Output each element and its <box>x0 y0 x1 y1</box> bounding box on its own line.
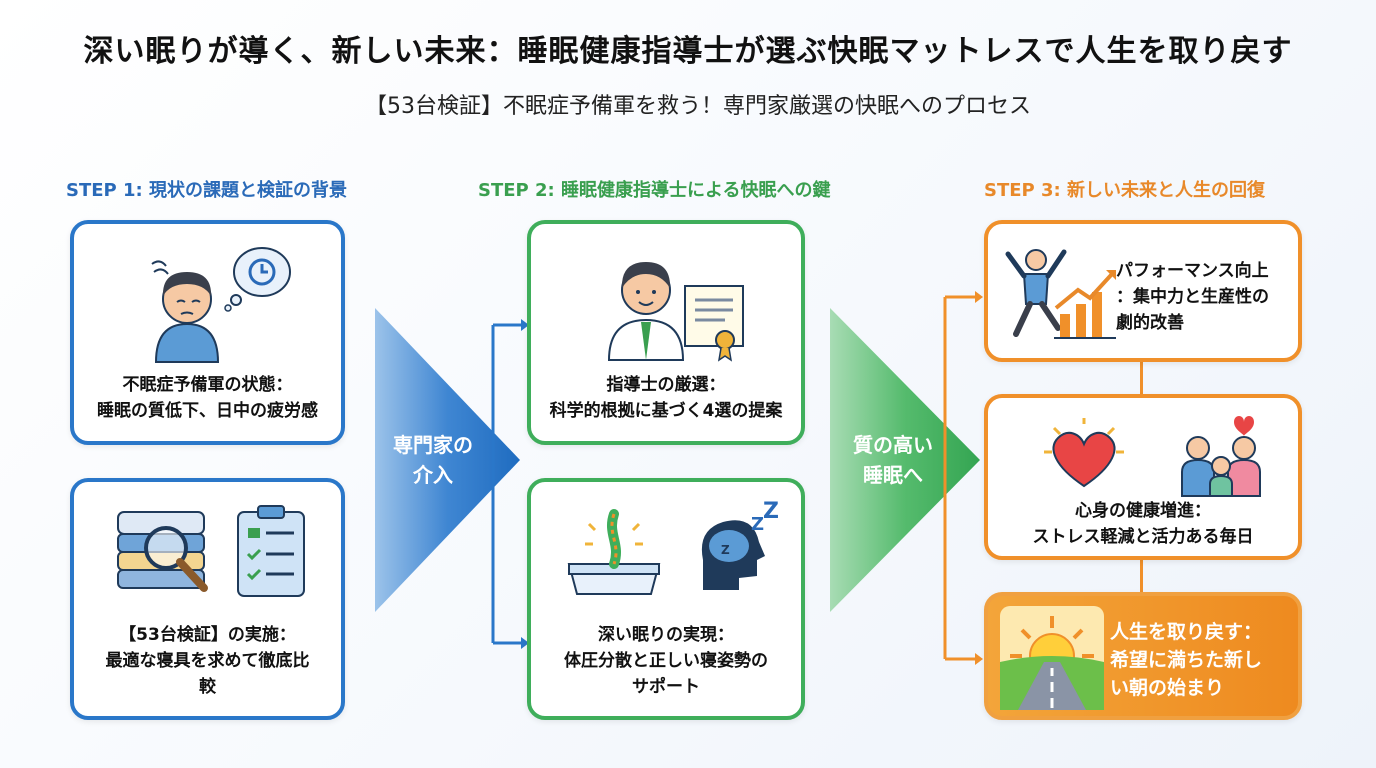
thought-clock-icon <box>224 247 291 312</box>
step1-card2-line2: 最適な寝具を求めて徹底比 <box>105 651 310 671</box>
page-subtitle: 【53台検証】不眠症予備軍を救う！専門家厳選の快眠へのプロセス <box>365 94 1031 119</box>
step3-card3-line2: 希望に満ちた新し <box>1110 649 1263 671</box>
step3-card3-line3: い朝の始まり <box>1110 677 1225 699</box>
connector-step3-vertical <box>1140 360 1143 592</box>
step1-card2-line3: 較 <box>199 677 216 697</box>
step3-card2-caption: 心身の健康増進： ストレス軽減と活力ある毎日 <box>988 498 1298 550</box>
step1-card2-caption: 【53台検証】の実施： 最適な寝具を求めて徹底比 較 <box>74 622 341 700</box>
growth-chart-icon <box>1054 270 1116 339</box>
step3-card-health: 心身の健康増進： ストレス軽減と活力ある毎日 <box>984 394 1302 560</box>
step3-card-performance: パフォーマンス向上 ：集中力と生産性の 劇的改善 <box>984 220 1302 362</box>
step2-card2-line1: 深い眠りの実現： <box>598 625 734 645</box>
step2-card2-line3: サポート <box>632 677 700 697</box>
arrow-label-expert-line2: 介入 <box>413 463 453 487</box>
step3-card1-line2: ：集中力と生産性の <box>1116 287 1269 307</box>
sleeping-brain-icon: Z Z Z <box>701 500 779 590</box>
doctor-icon <box>607 262 685 361</box>
heart-icon <box>1044 418 1124 488</box>
step3-card3-line1: 人生を取り戻す： <box>1110 621 1263 643</box>
step3-card3-caption: 人生を取り戻す： 希望に満ちた新し い朝の始まり <box>1110 618 1294 702</box>
arrow-label-sleep: 質の高い 睡眠へ <box>838 430 948 490</box>
arrow-label-sleep-line2: 睡眠へ <box>863 463 923 487</box>
step2-card-deep-sleep: Z Z Z 深い眠りの実現： 体圧分散と正しい寝姿勢の サポート <box>527 478 805 720</box>
svg-text:Z: Z <box>751 514 764 535</box>
certificate-icon <box>684 285 744 362</box>
step2-card-expert-selection: 指導士の厳選： 科学的根拠に基づく4選の提案 <box>527 220 805 445</box>
arrow-green-shape <box>830 308 980 612</box>
step1-card-53-test: 【53台検証】の実施： 最適な寝具を求めて徹底比 較 <box>70 478 345 720</box>
arrow-label-sleep-line1: 質の高い <box>853 433 933 457</box>
arrow-label-expert-line1: 専門家の <box>393 433 473 457</box>
step1-heading: STEP 1: 現状の課題と検証の背景 <box>66 180 347 201</box>
step3-card1-line3: 劇的改善 <box>1116 313 1184 333</box>
step3-card1-caption: パフォーマンス向上 ：集中力と生産性の 劇的改善 <box>1116 258 1296 336</box>
step2-heading: STEP 2: 睡眠健康指導士による快眠への鍵 <box>478 180 831 201</box>
spine-mattress-icon <box>567 509 661 595</box>
step3-card1-line1: パフォーマンス向上 <box>1116 261 1269 281</box>
connector-step2 <box>491 319 529 649</box>
step3-card2-line2: ストレス軽減と活力ある毎日 <box>1032 527 1254 547</box>
tired-person-icon <box>151 260 220 363</box>
mattress-magnifier-icon <box>117 511 208 592</box>
sunrise-road-icon <box>1000 606 1104 710</box>
svg-text:Z: Z <box>763 500 779 524</box>
step2-card2-line2: 体圧分散と正しい寝姿勢の <box>564 651 768 671</box>
step1-card1-line2: 睡眠の質低下、日中の疲労感 <box>97 401 318 421</box>
step3-heading: STEP 3: 新しい未来と人生の回復 <box>984 180 1265 201</box>
step1-card2-line1: 【53台検証】の実施： <box>119 625 296 645</box>
svg-text:Z: Z <box>721 543 730 557</box>
family-icon <box>1181 416 1261 497</box>
step3-card2-line1: 心身の健康増進： <box>1075 501 1211 521</box>
jumping-man-icon <box>1005 249 1067 337</box>
step2-card1-caption: 指導士の厳選： 科学的根拠に基づく4選の提案 <box>531 372 801 424</box>
step2-card1-line1: 指導士の厳選： <box>606 375 726 395</box>
step2-card1-line2: 科学的根拠に基づく4選の提案 <box>549 401 783 421</box>
step1-card1-caption: 不眠症予備軍の状態： 睡眠の質低下、日中の疲労感 <box>74 372 341 424</box>
arrow-label-expert: 専門家の 介入 <box>378 430 488 490</box>
checklist-clipboard-icon <box>237 505 305 597</box>
step3-card-recover-life: 人生を取り戻す： 希望に満ちた新し い朝の始まり <box>984 592 1302 720</box>
connector-step3 <box>943 291 983 665</box>
step2-card2-caption: 深い眠りの実現： 体圧分散と正しい寝姿勢の サポート <box>531 622 801 700</box>
step1-card1-line1: 不眠症予備軍の状態： <box>122 375 293 395</box>
page-title: 深い眠りが導く、新しい未来：睡眠健康指導士が選ぶ快眠マットレスで人生を取り戻す <box>83 34 1293 69</box>
arrow-blue-shape <box>375 308 520 612</box>
step1-card-sleep-deprived: 不眠症予備軍の状態： 睡眠の質低下、日中の疲労感 <box>70 220 345 445</box>
